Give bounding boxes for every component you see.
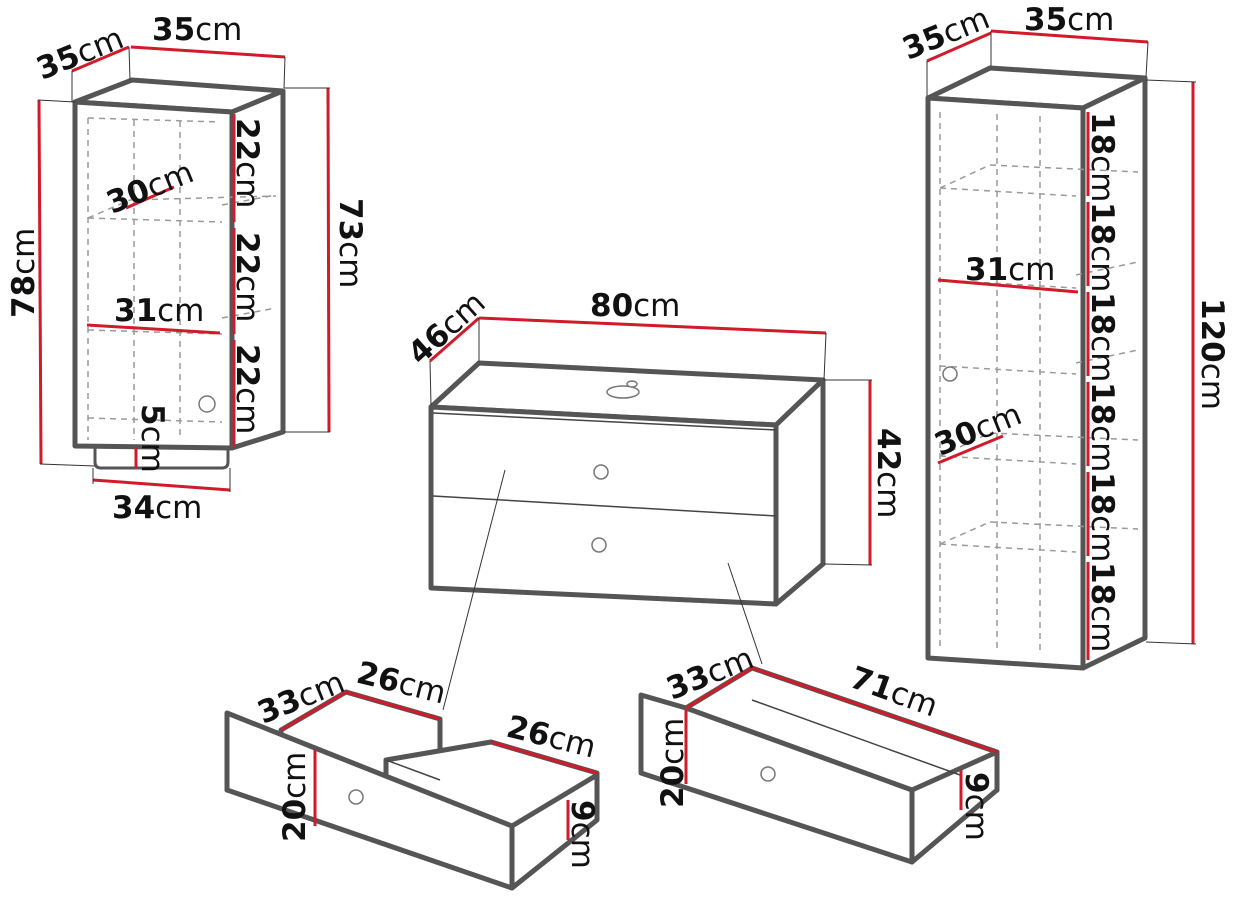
label-tall-comp-1: 18cm xyxy=(1084,112,1120,202)
label-tall-width: 35cm xyxy=(1024,2,1114,38)
label-wall-height-body: 73cm xyxy=(332,198,368,288)
right-drawer-knob xyxy=(760,766,776,782)
vanity-knob-bottom xyxy=(591,537,607,553)
vanity-extension-lines xyxy=(429,318,873,711)
dim-tall-shelf-low xyxy=(937,434,1004,465)
dim-wall-width xyxy=(130,45,286,59)
dim-rdrawer-depth xyxy=(685,666,753,710)
label-vanity-height: 42cm xyxy=(870,428,906,518)
label-tall-comp-3: 18cm xyxy=(1084,292,1120,382)
vanity-unit xyxy=(428,316,873,711)
dim-vanity-width xyxy=(478,316,827,335)
dim-wall-shelf-mid xyxy=(86,323,221,335)
label-wall-height-total: 78cm xyxy=(6,228,42,318)
wall-cabinet xyxy=(37,45,331,492)
label-vanity-width: 80cm xyxy=(590,288,680,324)
label-wall-depth: 35cm xyxy=(32,20,129,87)
tall-cabinet-front xyxy=(925,95,1086,671)
tall-cabinet-extension-lines xyxy=(926,31,1197,645)
vanity-knob-top xyxy=(593,464,609,480)
dim-tall-width xyxy=(990,29,1149,44)
right-drawer-inner-bottom xyxy=(751,699,961,776)
dim-ldrawer-depth xyxy=(280,690,347,732)
wall-cabinet-knob xyxy=(198,395,216,413)
label-wall-comp-3: 22cm xyxy=(229,344,265,434)
vanity-worktop-edge xyxy=(432,412,777,431)
label-wall-shelf-mid: 31cm xyxy=(114,293,204,329)
label-wall-rail-height: 5cm xyxy=(134,404,170,473)
wall-cabinet-front xyxy=(72,99,235,451)
tall-cabinet-interior xyxy=(939,112,1139,650)
vanity-tap-hole xyxy=(626,380,638,388)
left-drawer xyxy=(224,689,600,891)
right-drawer-side xyxy=(909,749,1000,865)
label-wall-width: 35cm xyxy=(152,12,242,48)
label-rdrawer-front-height: 20cm xyxy=(655,718,691,808)
tall-cabinet-knob xyxy=(942,366,958,382)
label-wall-comp-1: 22cm xyxy=(229,118,265,208)
dim-wall-depth xyxy=(71,45,130,73)
dim-rdrawer-width xyxy=(751,666,998,754)
dim-vanity-depth xyxy=(429,316,480,363)
label-tall-comp-5: 18cm xyxy=(1084,472,1120,562)
dim-tall-shelf-top xyxy=(937,278,1079,294)
left-drawer-inner-edge xyxy=(385,759,441,781)
label-tall-shelf-top: 31cm xyxy=(965,252,1055,288)
label-wall-rail-width: 34cm xyxy=(112,490,202,526)
label-ldrawer-front-height: 20cm xyxy=(277,752,313,842)
dim-wall-height-body xyxy=(326,87,331,433)
dim-tall-depth xyxy=(926,31,992,63)
dim-ldrawer-width-left xyxy=(345,690,441,721)
left-drawer-knob xyxy=(348,789,364,805)
label-rdrawer-inner-height: 9cm xyxy=(958,772,994,841)
dim-wall-rail-width xyxy=(92,478,231,492)
left-drawer-side xyxy=(509,772,600,891)
wall-cabinet-extension-lines xyxy=(37,46,330,492)
right-drawer xyxy=(638,665,1000,865)
vanity-basin-hole xyxy=(606,385,640,399)
tall-cabinet xyxy=(925,29,1197,671)
dim-wall-height-total xyxy=(37,99,43,465)
label-tall-comp-2: 18cm xyxy=(1084,202,1120,292)
label-tall-comp-4: 18cm xyxy=(1084,382,1120,472)
label-wall-comp-2: 22cm xyxy=(229,232,265,322)
dim-wall-shelf-top xyxy=(125,185,175,210)
wall-cabinet-towel-rail xyxy=(93,448,230,470)
label-tall-height: 120cm xyxy=(1194,298,1230,410)
wall-cabinet-interior xyxy=(87,117,277,440)
label-ldrawer-inner-height: 9cm xyxy=(564,800,600,869)
label-tall-depth: 35cm xyxy=(898,0,995,67)
label-tall-comp-6: 18cm xyxy=(1084,562,1120,652)
dim-ldrawer-width-right xyxy=(490,740,598,775)
vanity-drawer-divider xyxy=(432,495,777,517)
